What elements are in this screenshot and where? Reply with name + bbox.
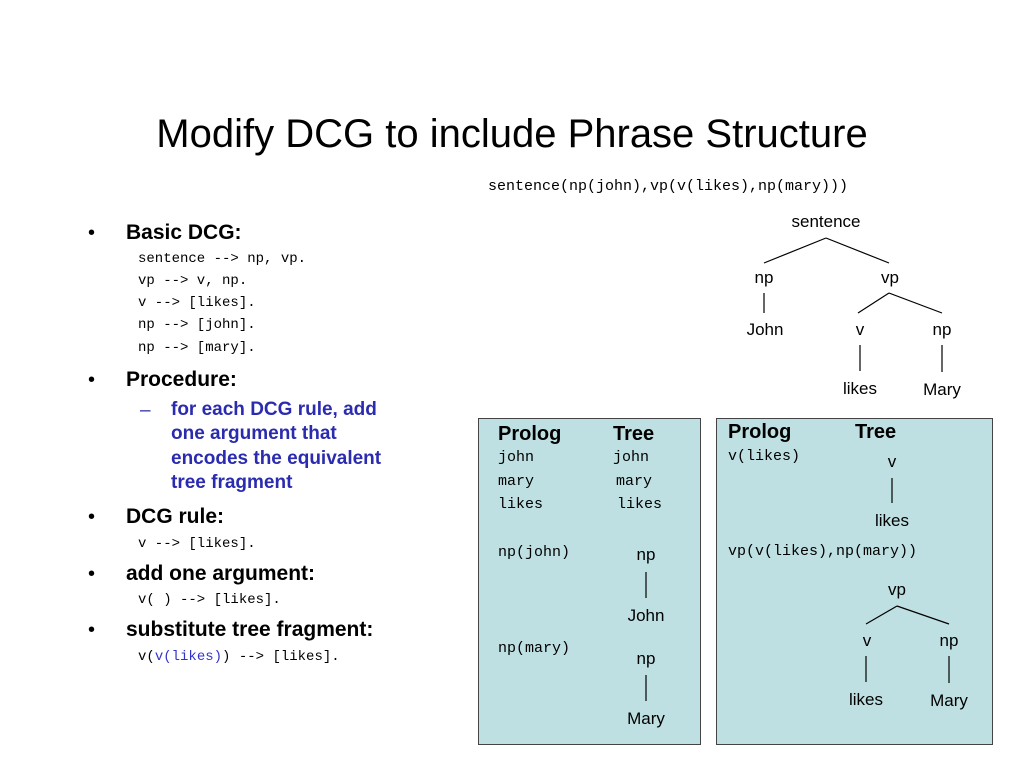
box1-prolog-cell: john <box>498 449 535 466</box>
box1-prolog-cell: mary <box>498 473 535 490</box>
basic-rule: v --> [likes]. <box>138 295 256 311</box>
box1-np-john-code: np(john) <box>498 544 571 561</box>
procedure-line: one argument that <box>171 423 337 444</box>
tree-node-john: John <box>746 320 784 339</box>
edge-sentence-np <box>763 237 827 264</box>
edge-sentence-vp <box>825 237 890 264</box>
box2-tree-v: v <box>862 631 872 650</box>
slide-title: Modify DCG to include Phrase Structure <box>156 112 868 156</box>
box1-tree-cell: mary <box>616 473 653 490</box>
tree-node-np: np <box>754 268 774 287</box>
basic-rule: np --> [john]. <box>138 317 256 333</box>
box1-np-mary-code: np(mary) <box>498 640 571 657</box>
box1-prolog-cell: likes <box>498 496 544 513</box>
bullet-dcg-rule: DCG rule: <box>126 505 225 528</box>
box2-head-prolog: Prolog <box>728 421 792 443</box>
box1-tree-np: np <box>636 545 656 564</box>
box1-tree-cell: likes <box>617 496 663 513</box>
box2-tree-mary: Mary <box>930 691 968 710</box>
procedure-line: tree fragment <box>171 472 293 493</box>
procedure-line: encodes the equivalent <box>171 448 382 469</box>
box2-v-likes-code: v(likes) <box>728 448 801 465</box>
bullet-marker: • <box>88 506 96 528</box>
prolog-tree-box-1 <box>478 418 701 745</box>
basic-rule: np --> [mary]. <box>138 340 256 356</box>
edge-vp-np <box>888 292 943 314</box>
box1-head-prolog: Prolog <box>498 423 562 445</box>
box1-tree-mary: Mary <box>627 709 665 728</box>
box2-tree-likes: likes <box>874 511 909 530</box>
procedure-line: for each DCG rule, add <box>171 399 377 420</box>
bullet-add-arg: add one argument: <box>126 562 316 585</box>
sub-bullet-dash: – <box>140 400 151 421</box>
highlighted-fragment: v(likes) <box>154 649 223 665</box>
add-arg-code: v( ) --> [likes]. <box>138 592 281 608</box>
prolog-tree-box-2 <box>716 418 993 745</box>
basic-rule: sentence --> np, vp. <box>138 251 307 267</box>
tree-node-np2: np <box>932 320 952 339</box>
box2-tree-vp: vp <box>888 580 906 599</box>
dcg-rule-code: v --> [likes]. <box>138 536 256 552</box>
substitute-code: v(v(likes)) --> [likes]. <box>138 649 340 665</box>
box1-tree-john: John <box>627 606 665 625</box>
bullet-marker: • <box>88 619 96 641</box>
box1-head-tree: Tree <box>613 423 655 445</box>
box2-tree-np: np <box>939 631 959 650</box>
box2-tree-v: v <box>887 452 897 471</box>
box2-tree-likes: likes <box>848 690 883 709</box>
bullet-basic-dcg: Basic DCG: <box>126 221 242 244</box>
tree-signature: sentence(np(john),vp(v(likes),np(mary))) <box>488 178 849 195</box>
bullet-procedure: Procedure: <box>126 368 237 391</box>
edge-vp-v <box>857 292 890 314</box>
tree-node-v: v <box>855 320 865 339</box>
tree-node-vp: vp <box>881 268 899 287</box>
box1-tree-cell: john <box>613 449 650 466</box>
tree-node-sentence: sentence <box>791 212 861 231</box>
box1-tree-np: np <box>636 649 656 668</box>
bullet-substitute: substitute tree fragment: <box>126 618 374 641</box>
bullet-marker: • <box>88 222 96 244</box>
bullet-marker: • <box>88 369 96 391</box>
tree-node-mary: Mary <box>923 380 961 399</box>
basic-rule: vp --> v, np. <box>138 273 248 289</box>
box2-vp-code: vp(v(likes),np(mary)) <box>728 543 918 560</box>
box2-head-tree: Tree <box>855 421 897 443</box>
bullet-marker: • <box>88 563 96 585</box>
tree-node-likes: likes <box>842 379 877 398</box>
